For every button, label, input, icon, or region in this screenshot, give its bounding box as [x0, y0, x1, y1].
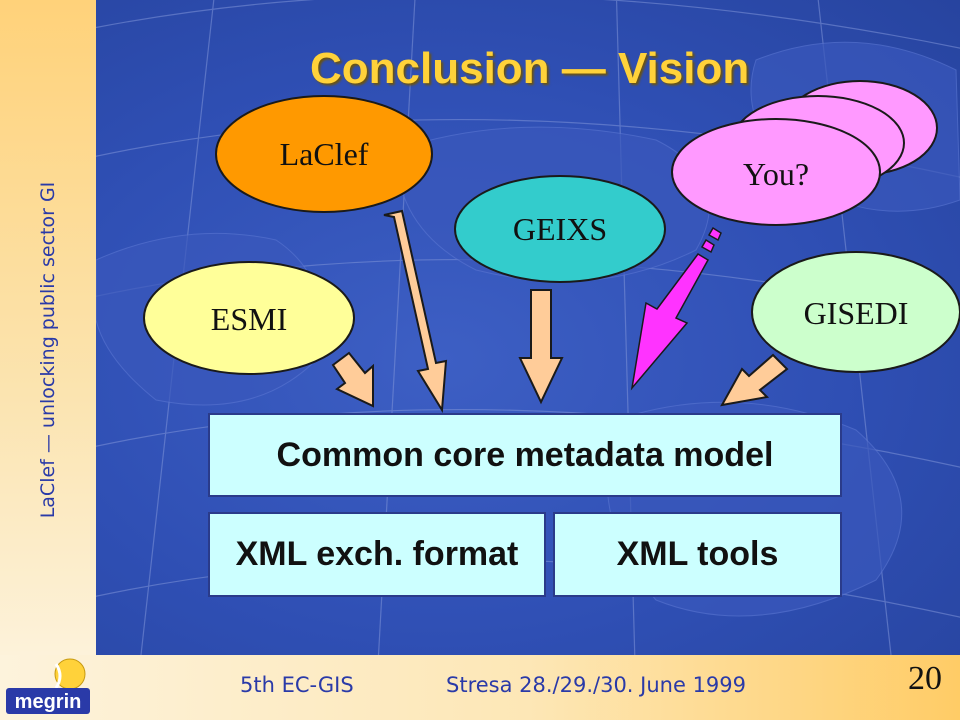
- ellipse-laclef: LaClef: [215, 95, 433, 213]
- megrin-logo-text: megrin: [15, 691, 82, 713]
- ellipse-you-label: You?: [743, 156, 809, 192]
- page-number: 20: [908, 660, 942, 697]
- box-xml-tools: XML tools: [553, 512, 842, 597]
- ellipse-gisedi-label: GISEDI: [804, 295, 909, 331]
- footer-venue-date: Stresa 28./29./30. June 1999: [446, 673, 747, 697]
- ellipse-esmi-label: ESMI: [211, 301, 287, 337]
- box-core-model: Common core metadata model: [208, 413, 842, 497]
- ellipse-geixs: GEIXS: [454, 175, 666, 283]
- arrow-gisedi: [720, 353, 789, 407]
- arrow-laclef: [383, 209, 448, 414]
- ellipse-you-stack: You?: [671, 80, 938, 226]
- ellipse-laclef-label: LaClef: [280, 136, 369, 172]
- megrin-logo: megrin: [6, 658, 90, 714]
- ellipse-esmi: ESMI: [143, 261, 355, 375]
- box-xml-format: XML exch. format: [208, 512, 546, 597]
- ellipse-geixs-label: GEIXS: [513, 211, 607, 247]
- footer-bar: [0, 655, 960, 720]
- arrow-esmi: [331, 351, 374, 408]
- diagram-layer: You? LaClef GEIXS ESMI GISEDI: [143, 80, 960, 414]
- arrow-you-dashed: [630, 226, 722, 391]
- arrow-geixs: [518, 289, 564, 405]
- footer-conference: 5th EC-GIS: [240, 673, 354, 697]
- sidebar: LaClef — unlocking public sector GI: [0, 0, 96, 655]
- ellipse-gisedi: GISEDI: [751, 251, 960, 373]
- slide-title: Conclusion — Vision: [310, 44, 750, 93]
